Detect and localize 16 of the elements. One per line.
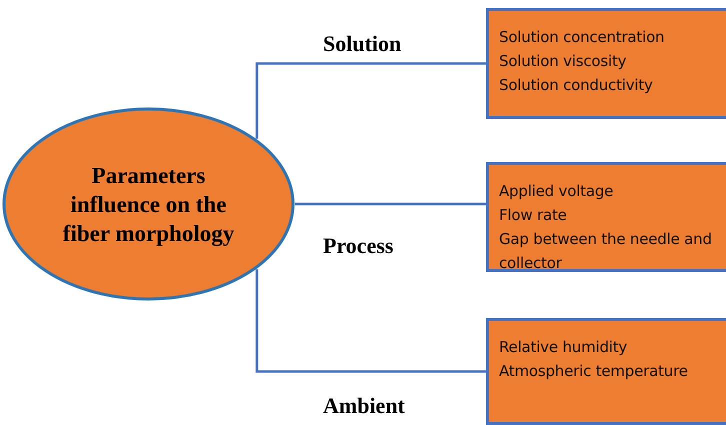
parameter-text: Solution viscosity — [499, 51, 628, 72]
parameter-text: Flow rate — [499, 205, 568, 226]
parameter-text: Gap between the needle and collector — [499, 229, 713, 274]
connector-line — [256, 62, 486, 139]
node-title: Parameters influence on the fiber morphology — [62, 162, 236, 248]
parameter-text: Relative humidity — [499, 337, 628, 358]
parameter-box — [486, 8, 726, 119]
ellipse-node — [2, 107, 295, 301]
connector-line — [256, 269, 486, 373]
parameter-text: Applied voltage — [499, 181, 614, 202]
parameter-text: Solution conductivity — [499, 75, 654, 96]
parameter-box — [486, 162, 726, 272]
parameter-text: Solution concentration — [499, 27, 666, 48]
connector-line — [295, 202, 486, 206]
parameter-text: Atmospheric temperature — [499, 361, 689, 382]
parameter-box — [486, 318, 726, 425]
